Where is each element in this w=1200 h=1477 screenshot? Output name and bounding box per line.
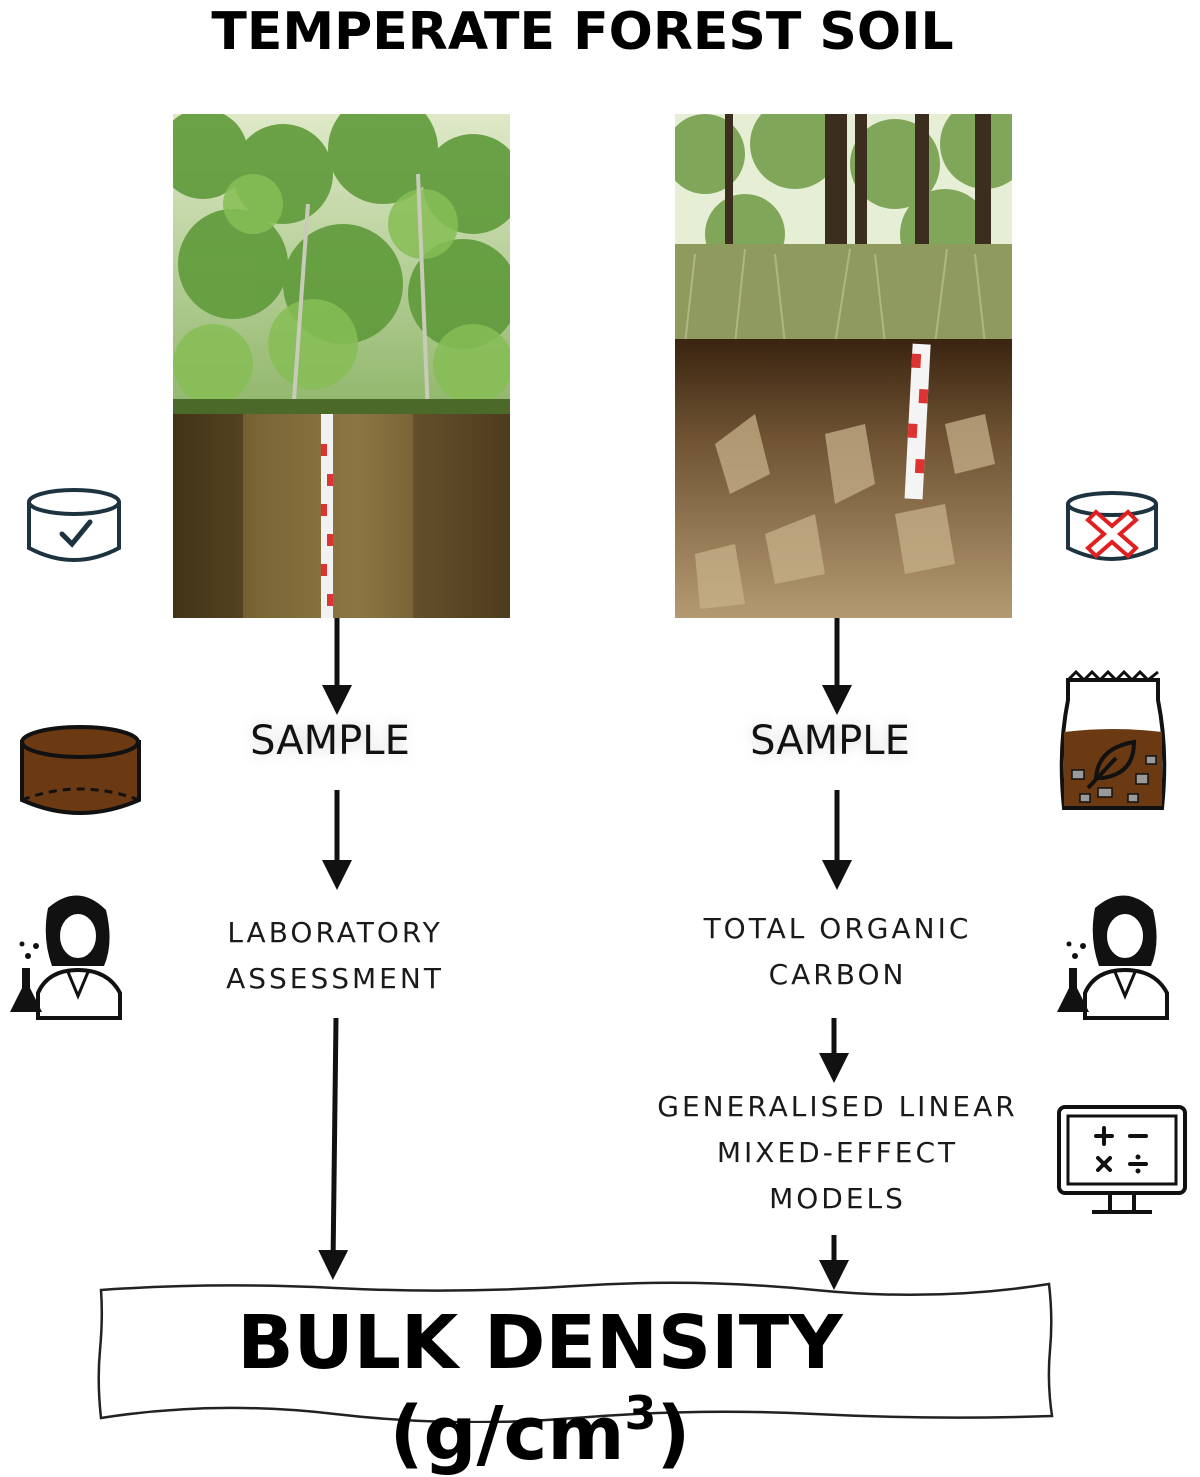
toc-label: TOTAL ORGANIC CARBON xyxy=(660,906,1015,998)
core-ring-check-icon xyxy=(22,484,127,569)
soil-bag-icon xyxy=(1058,670,1168,815)
lab-assessment-line1: LABORATORY xyxy=(185,910,485,956)
calculator-monitor-icon xyxy=(1056,1104,1188,1219)
glmm-label: GENERALISED LINEAR MIXED-EFFECT MODELS xyxy=(630,1084,1045,1222)
lab-assessment-line2: ASSESSMENT xyxy=(185,956,485,1002)
lab-assessment-label: LABORATORY ASSESSMENT xyxy=(185,910,485,1002)
bulk-density-result: BULK DENSITY (g/cm3) xyxy=(95,1300,985,1477)
toc-line1: TOTAL ORGANIC xyxy=(660,906,1015,952)
glmm-line1: GENERALISED LINEAR xyxy=(630,1084,1045,1130)
arrow-lab-to-result xyxy=(333,1018,336,1265)
toc-line2: CARBON xyxy=(660,952,1015,998)
glmm-line3: MODELS xyxy=(630,1176,1045,1222)
scientist-icon-right xyxy=(1055,888,1180,1023)
soil-core-cylinder-icon xyxy=(18,722,143,822)
sample-label-right: SAMPLE xyxy=(700,718,960,764)
scientist-icon xyxy=(8,888,133,1023)
glmm-line2: MIXED-EFFECT xyxy=(630,1130,1045,1176)
bulk-density-label: BULK DENSITY (g/cm xyxy=(237,1300,843,1477)
sample-label-left: SAMPLE xyxy=(200,718,460,764)
unit-exponent: 3 xyxy=(624,1386,656,1440)
bulk-density-close: ) xyxy=(656,1391,690,1477)
core-ring-cross-icon xyxy=(1062,488,1162,568)
